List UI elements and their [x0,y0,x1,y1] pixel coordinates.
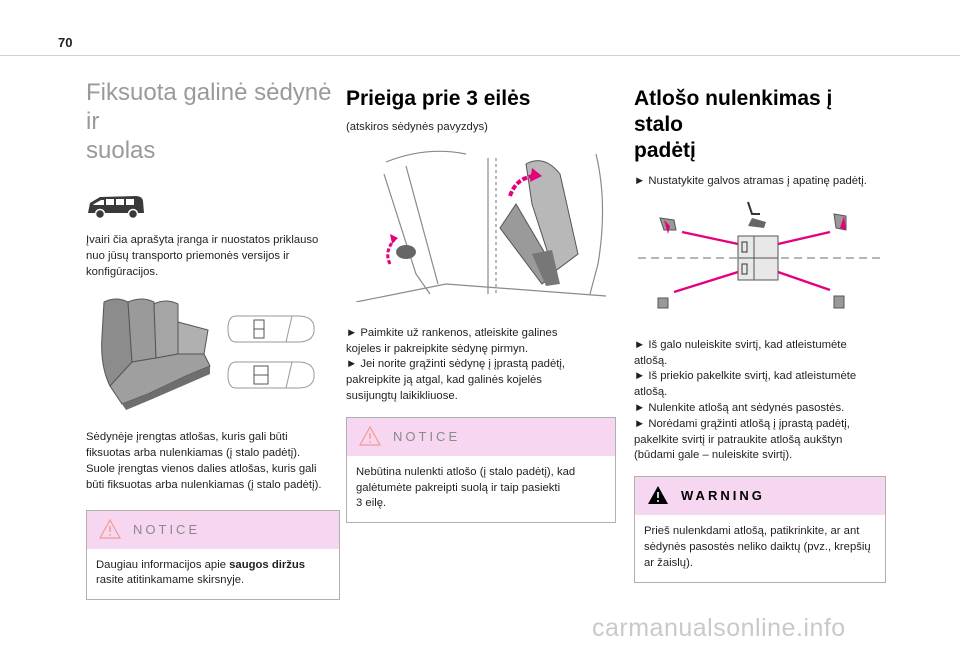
intro-line: konfigūracijos. [86,265,159,278]
column-third-row-access: Prieiga prie 3 eilės (atskiros sėdynės p… [346,78,616,524]
section-heading: Fiksuota galinė sėdynė ir suolas [86,78,340,165]
step-line: ► Norėdami grąžinti atlošą į įprastą pad… [634,417,850,430]
notice-title: NOTICE [133,521,201,537]
warning-triangle-icon [648,486,668,505]
notice-text: rasite atitinkamame skirsnyje. [96,574,245,587]
warning-triangle-icon [99,518,121,539]
step-line: kojeles ir pakreipkite sėdynę pirmyn. [346,342,529,355]
rear-seat-illustration [101,298,315,411]
table-position-illustration [638,201,880,309]
step-line: (būdami gale – nuleiskite svirtį). [634,449,793,462]
step-line: ► Iš galo nuleiskite svirtį, kad atleist… [634,338,847,351]
step-line: pakelkite svirtį ir patraukite atlošą au… [634,433,843,446]
desc-line: Suole įrengtas vienos dalies atlošas, ku… [86,462,317,475]
notice-text: 3 eilę. [356,497,387,510]
intro-line: nuo jūsų transporto priemonės versijos i… [86,249,290,262]
notice-bold-text: saugos diržus [229,558,306,571]
van-icon [88,196,144,220]
notice-body: Daugiau informacijos apie saugos diržus … [87,549,339,600]
warning-header: WARNING [635,476,885,516]
step-line: ► Paimkite už rankenos, atleiskite galin… [346,326,558,339]
step-line: susijungtų laikikliuose. [346,389,458,402]
warning-text: sėdynės pasostės neliko daiktų (pvz., kr… [644,540,871,553]
notice-body: Nebūtina nulenkti atlošo (į stalo padėtį… [347,456,615,522]
notice-header: NOTICE [87,509,339,549]
notice-box: NOTICE Daugiau informacijos apie saugos … [86,509,340,601]
notice-text: Daugiau informacijos apie [96,558,230,571]
watermark: carmanualsonline.info [592,614,846,642]
step-line: pakreipkite ją atgal, kad galinės kojelė… [346,374,542,387]
step-line: ► Nulenkite atlošą ant sėdynės pasostės. [634,401,845,414]
step-line: ► Nustatykite galvos atramas į apatinę p… [634,175,867,187]
page-number: 70 [58,35,73,50]
warning-triangle-icon [359,425,381,446]
column-fixed-rear-seat: Fiksuota galinė sėdynė ir suolas Įvairi … [86,78,340,601]
heading-line-2: padėtį [634,139,696,162]
subtitle: (atskiros sėdynės pavyzdys) [346,121,488,133]
warning-title: WARNING [681,488,765,504]
step-line: ► Jei norite grąžinti sėdynę į įprastą p… [346,358,566,371]
warning-body: Prieš nulenkdami atlošą, patikrinkite, a… [635,515,885,581]
column-table-position: Atlošo nulenkimas į stalo padėtį ► Nusta… [634,78,886,583]
warning-text: ar žaislų). [644,556,693,569]
step-line: atlošą. [634,386,668,399]
step-line: atlošą. [634,354,668,367]
heading-line-2: suolas [86,137,156,164]
notice-box: NOTICE Nebūtina nulenkti atlošo (į stalo… [346,416,616,524]
notice-text: galėtumėte pakreipti suolą ir taip pasie… [356,481,561,494]
desc-line: Sėdynėje įrengtas atlošas, kuris gali bū… [86,431,288,444]
notice-text: Nebūtina nulenkti atlošo (į stalo padėtį… [356,465,576,478]
notice-header: NOTICE [347,416,615,456]
warning-box: WARNING Prieš nulenkdami atlošą, patikri… [634,476,886,583]
desc-line: būti fiksuotas arba nulenkiamas (į stalo… [86,478,322,491]
intro-line: Įvairi čia aprašyta įranga ir nuostatos … [86,234,319,246]
notice-title: NOTICE [393,428,461,444]
heading-line-1: Atlošo nulenkimas į stalo [634,87,833,136]
warning-text: Prieš nulenkdami atlošą, patikrinkite, a… [644,525,860,538]
seat-tilt-illustration [355,150,607,302]
section-heading: Atlošo nulenkimas į stalo padėtį [634,86,886,164]
top-divider [0,55,960,56]
desc-line: fiksuotas arba nulenkiamas (į stalo padė… [86,447,301,460]
step-line: ► Iš priekio pakelkite svirtį, kad atlei… [634,370,857,383]
heading-line-1: Fiksuota galinė sėdynė ir [86,79,332,135]
section-heading: Prieiga prie 3 eilės [346,87,531,110]
